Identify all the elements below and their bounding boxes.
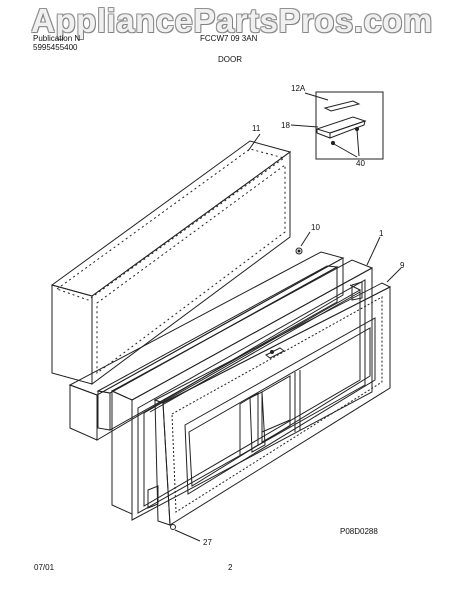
callout-9: 9	[400, 261, 405, 270]
page-number: 2	[228, 563, 233, 572]
screw-27	[170, 524, 176, 530]
callout-12a: 12A	[291, 84, 306, 93]
callout-1: 1	[379, 229, 384, 238]
handle-detail-inset	[315, 91, 384, 160]
watermark: AppliancePartsPros.com	[31, 2, 433, 39]
leader-lines	[174, 92, 402, 542]
callout-10: 10	[311, 223, 320, 232]
model-number: FCCW7 09 3AN	[200, 34, 258, 43]
outer-door-frame-9	[153, 282, 392, 526]
callout-40: 40	[356, 159, 365, 168]
door-panel-11	[50, 140, 292, 385]
publication-label: Publication N	[33, 34, 81, 43]
callout-18: 18	[281, 121, 290, 130]
figure-code: P08D0288	[340, 527, 378, 536]
fastener-10	[295, 247, 303, 255]
footer-date: 07/01	[34, 563, 55, 572]
callout-11: 11	[252, 124, 261, 133]
gasket-1	[110, 259, 374, 521]
insulation-block	[68, 251, 345, 441]
section-title: DOOR	[218, 55, 242, 64]
publication-number: 5995455400	[33, 43, 78, 52]
callout-27: 27	[203, 538, 212, 547]
